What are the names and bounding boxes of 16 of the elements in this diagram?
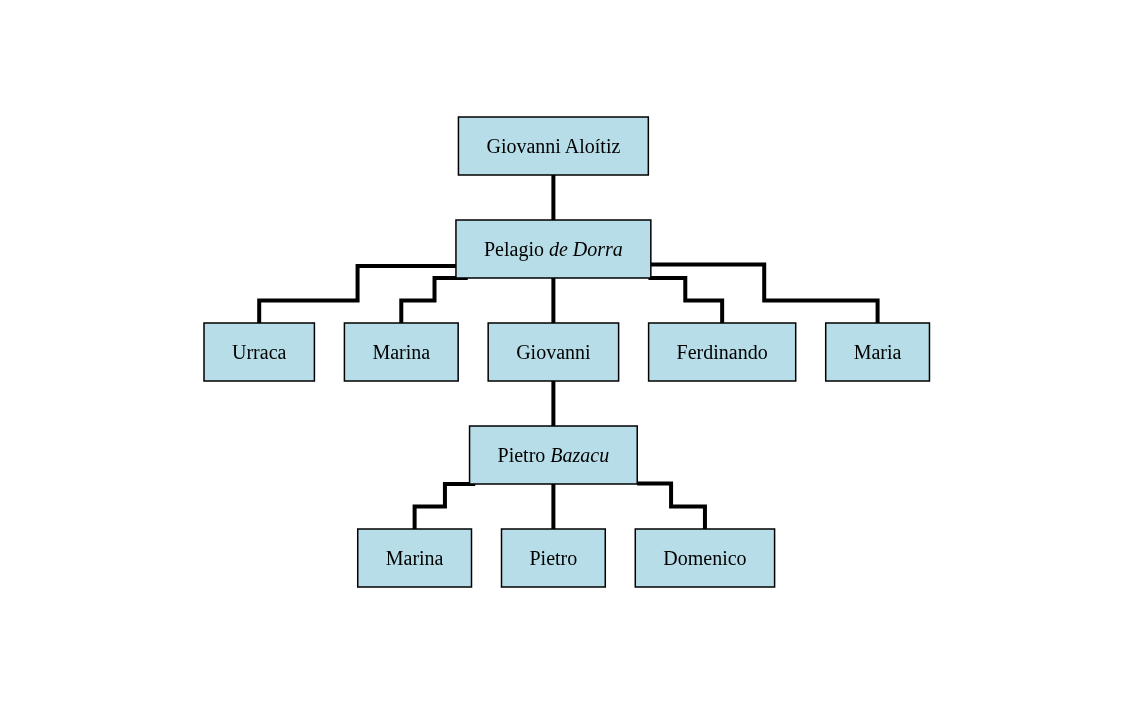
node-box: Marina (357, 528, 473, 588)
node-box: Marina (343, 322, 460, 382)
connector (637, 481, 708, 531)
connector (651, 262, 880, 325)
connector (257, 264, 457, 325)
node-box: Urraca (203, 322, 316, 382)
connector (648, 276, 725, 325)
node-box: Pietro Bazacu (469, 425, 639, 485)
node-box: Domenico (634, 528, 776, 588)
connector (412, 482, 476, 531)
node-box: Giovanni Aloítiz (457, 116, 650, 176)
node-box: Pietro (501, 528, 607, 588)
node-box: Maria (825, 322, 931, 382)
node-box: Pelagio de Dorra (455, 219, 652, 279)
node-box: Giovanni (487, 322, 620, 382)
node-box: Ferdinando (648, 322, 797, 382)
